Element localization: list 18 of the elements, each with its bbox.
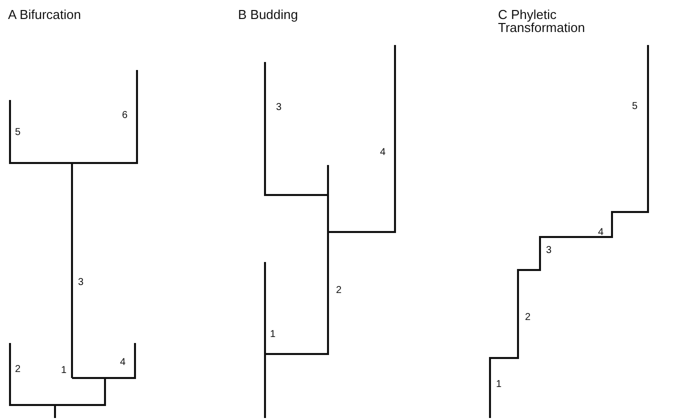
branch-number: 6 xyxy=(122,111,128,121)
branch-number: 3 xyxy=(546,246,552,256)
branch-number: 1 xyxy=(496,380,502,390)
branch-number: 2 xyxy=(15,365,21,375)
branch-number: 4 xyxy=(380,148,386,158)
panel-heading: A Bifurcation xyxy=(8,8,81,21)
branch-number: 2 xyxy=(525,313,531,323)
branch-number: 5 xyxy=(632,102,638,112)
branch-number: 5 xyxy=(15,128,21,138)
branch-number: 1 xyxy=(61,366,67,376)
branch-number: 3 xyxy=(276,103,282,113)
branch-number: 3 xyxy=(78,278,84,288)
panel-heading: B Budding xyxy=(238,8,298,21)
branch-number: 2 xyxy=(336,286,342,296)
branch-number: 4 xyxy=(120,358,126,368)
branch-number: 1 xyxy=(270,330,276,340)
panel-heading: C Phyletic Transformation xyxy=(498,8,586,34)
branch-number: 4 xyxy=(598,228,604,238)
